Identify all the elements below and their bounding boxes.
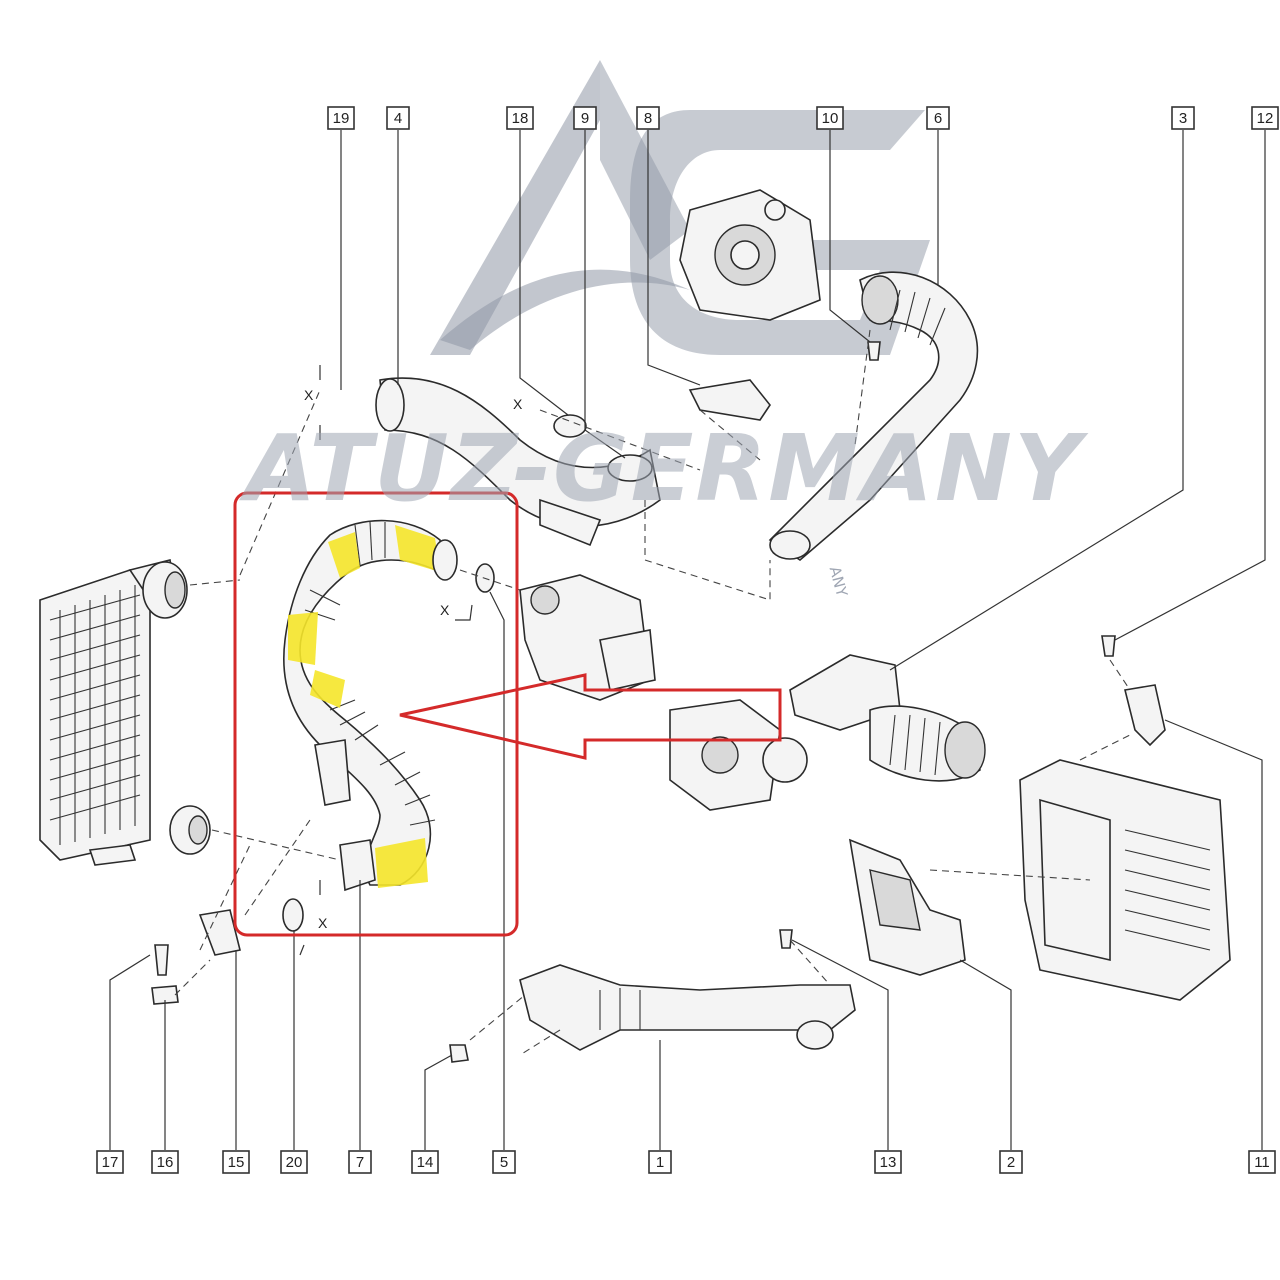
intercooler-hose-7: [282, 519, 458, 892]
callout-box: [411, 1150, 439, 1174]
callout-box: [492, 1150, 516, 1174]
hose-upper-4: [375, 377, 661, 547]
leader-lines: [109, 130, 1266, 1150]
x-marker: X: [318, 915, 328, 931]
resonator-2: [848, 838, 966, 976]
watermark-brand: ATUZ-GERMANY: [239, 415, 1089, 522]
watermark-small: ANY: [826, 564, 852, 599]
callout-box: [1251, 106, 1279, 130]
callout-box: [636, 106, 660, 130]
callout-box: [573, 106, 597, 130]
callout-9: 9: [573, 106, 597, 130]
callout-1: 1: [648, 1150, 672, 1174]
callout-box: [999, 1150, 1023, 1174]
x-marker: X: [304, 387, 314, 403]
intercooler: [39, 559, 211, 866]
callout-box: [222, 1150, 250, 1174]
callout-box: [96, 1150, 124, 1174]
bolt-10: [867, 341, 881, 361]
clamp-9: [607, 454, 653, 482]
callout-18: 18: [506, 106, 534, 130]
callout-box: [1171, 106, 1195, 130]
callout-box: [348, 1150, 372, 1174]
callout-5: 5: [492, 1150, 516, 1174]
x-marker: X: [513, 396, 523, 412]
x-markers: X X X X: [299, 365, 523, 956]
callout-box: [874, 1150, 902, 1174]
bracket-8: [688, 379, 771, 421]
bolt-12: [1101, 635, 1116, 657]
callout-number: 9: [581, 110, 589, 127]
callout-number: 16: [157, 1154, 174, 1171]
nut-16: [151, 985, 179, 1005]
callout-box: [926, 106, 950, 130]
callout-15: 15: [222, 1150, 250, 1174]
callout-17: 17: [96, 1150, 124, 1174]
throttle-body: [519, 574, 656, 701]
hose-6: [768, 271, 979, 562]
callout-box: [1248, 1150, 1276, 1174]
callout-number: 20: [286, 1154, 303, 1171]
callout-number: 6: [934, 110, 942, 127]
callout-13: 13: [874, 1150, 902, 1174]
callout-number: 3: [1179, 110, 1187, 127]
callout-number: 14: [417, 1154, 434, 1171]
callout-number: 5: [500, 1154, 508, 1171]
o-ring-20: [282, 898, 304, 932]
callout-7: 7: [348, 1150, 372, 1174]
callout-3: 3: [1171, 106, 1195, 130]
callout-number: 17: [102, 1154, 119, 1171]
callout-number: 2: [1007, 1154, 1015, 1171]
o-ring-18: [553, 414, 587, 438]
highlight-bands: [288, 525, 440, 888]
intake-duct-1: [519, 964, 856, 1051]
air-duct-3: [789, 654, 986, 782]
egr-valve: [669, 699, 808, 811]
x-marker: X: [440, 602, 450, 618]
assembly-lines: [174, 329, 1131, 1056]
callout-11: 11: [1248, 1150, 1276, 1174]
callout-box: [506, 106, 534, 130]
watermark-logo: [430, 60, 930, 355]
callout-4: 4: [386, 106, 410, 130]
callout-number: 18: [512, 110, 529, 127]
callout-2: 2: [999, 1150, 1023, 1174]
callout-19: 19: [327, 106, 355, 130]
callout-number: 19: [333, 110, 350, 127]
bracket-15: [198, 909, 241, 956]
callout-12: 12: [1251, 106, 1279, 130]
callout-number: 4: [394, 110, 402, 127]
callout-8: 8: [636, 106, 660, 130]
callout-number: 12: [1257, 110, 1274, 127]
callout-number: 15: [228, 1154, 245, 1171]
highlight-arrow: [399, 673, 782, 760]
callout-number: 8: [644, 110, 652, 127]
clip-14: [449, 1044, 469, 1063]
callout-number: 1: [656, 1154, 664, 1171]
callout-box: [280, 1150, 308, 1174]
bolt-13: [779, 929, 793, 949]
callout-box: [327, 106, 355, 130]
callout-box: [386, 106, 410, 130]
bracket-11: [1124, 684, 1166, 747]
callout-number: 10: [822, 110, 839, 127]
callout-box: [151, 1150, 179, 1174]
callout-10: 10: [816, 106, 844, 130]
callout-6: 6: [926, 106, 950, 130]
callout-20: 20: [280, 1150, 308, 1174]
callout-box: [816, 106, 844, 130]
callout-number: 11: [1254, 1154, 1270, 1171]
callout-number: 13: [880, 1154, 897, 1171]
callout-labels: 19 4 18 9 8 10 6 3 12 17 16 15 20 7 14 5 1 13 2 11: [96, 106, 1279, 1174]
turbocharger: [679, 189, 821, 321]
bolt-17: [154, 944, 169, 976]
callout-number: 7: [356, 1154, 364, 1171]
air-filter-box: [1019, 759, 1231, 1001]
highlight-box: [233, 491, 519, 937]
callout-14: 14: [411, 1150, 439, 1174]
callout-16: 16: [151, 1150, 179, 1174]
callout-box: [648, 1150, 672, 1174]
